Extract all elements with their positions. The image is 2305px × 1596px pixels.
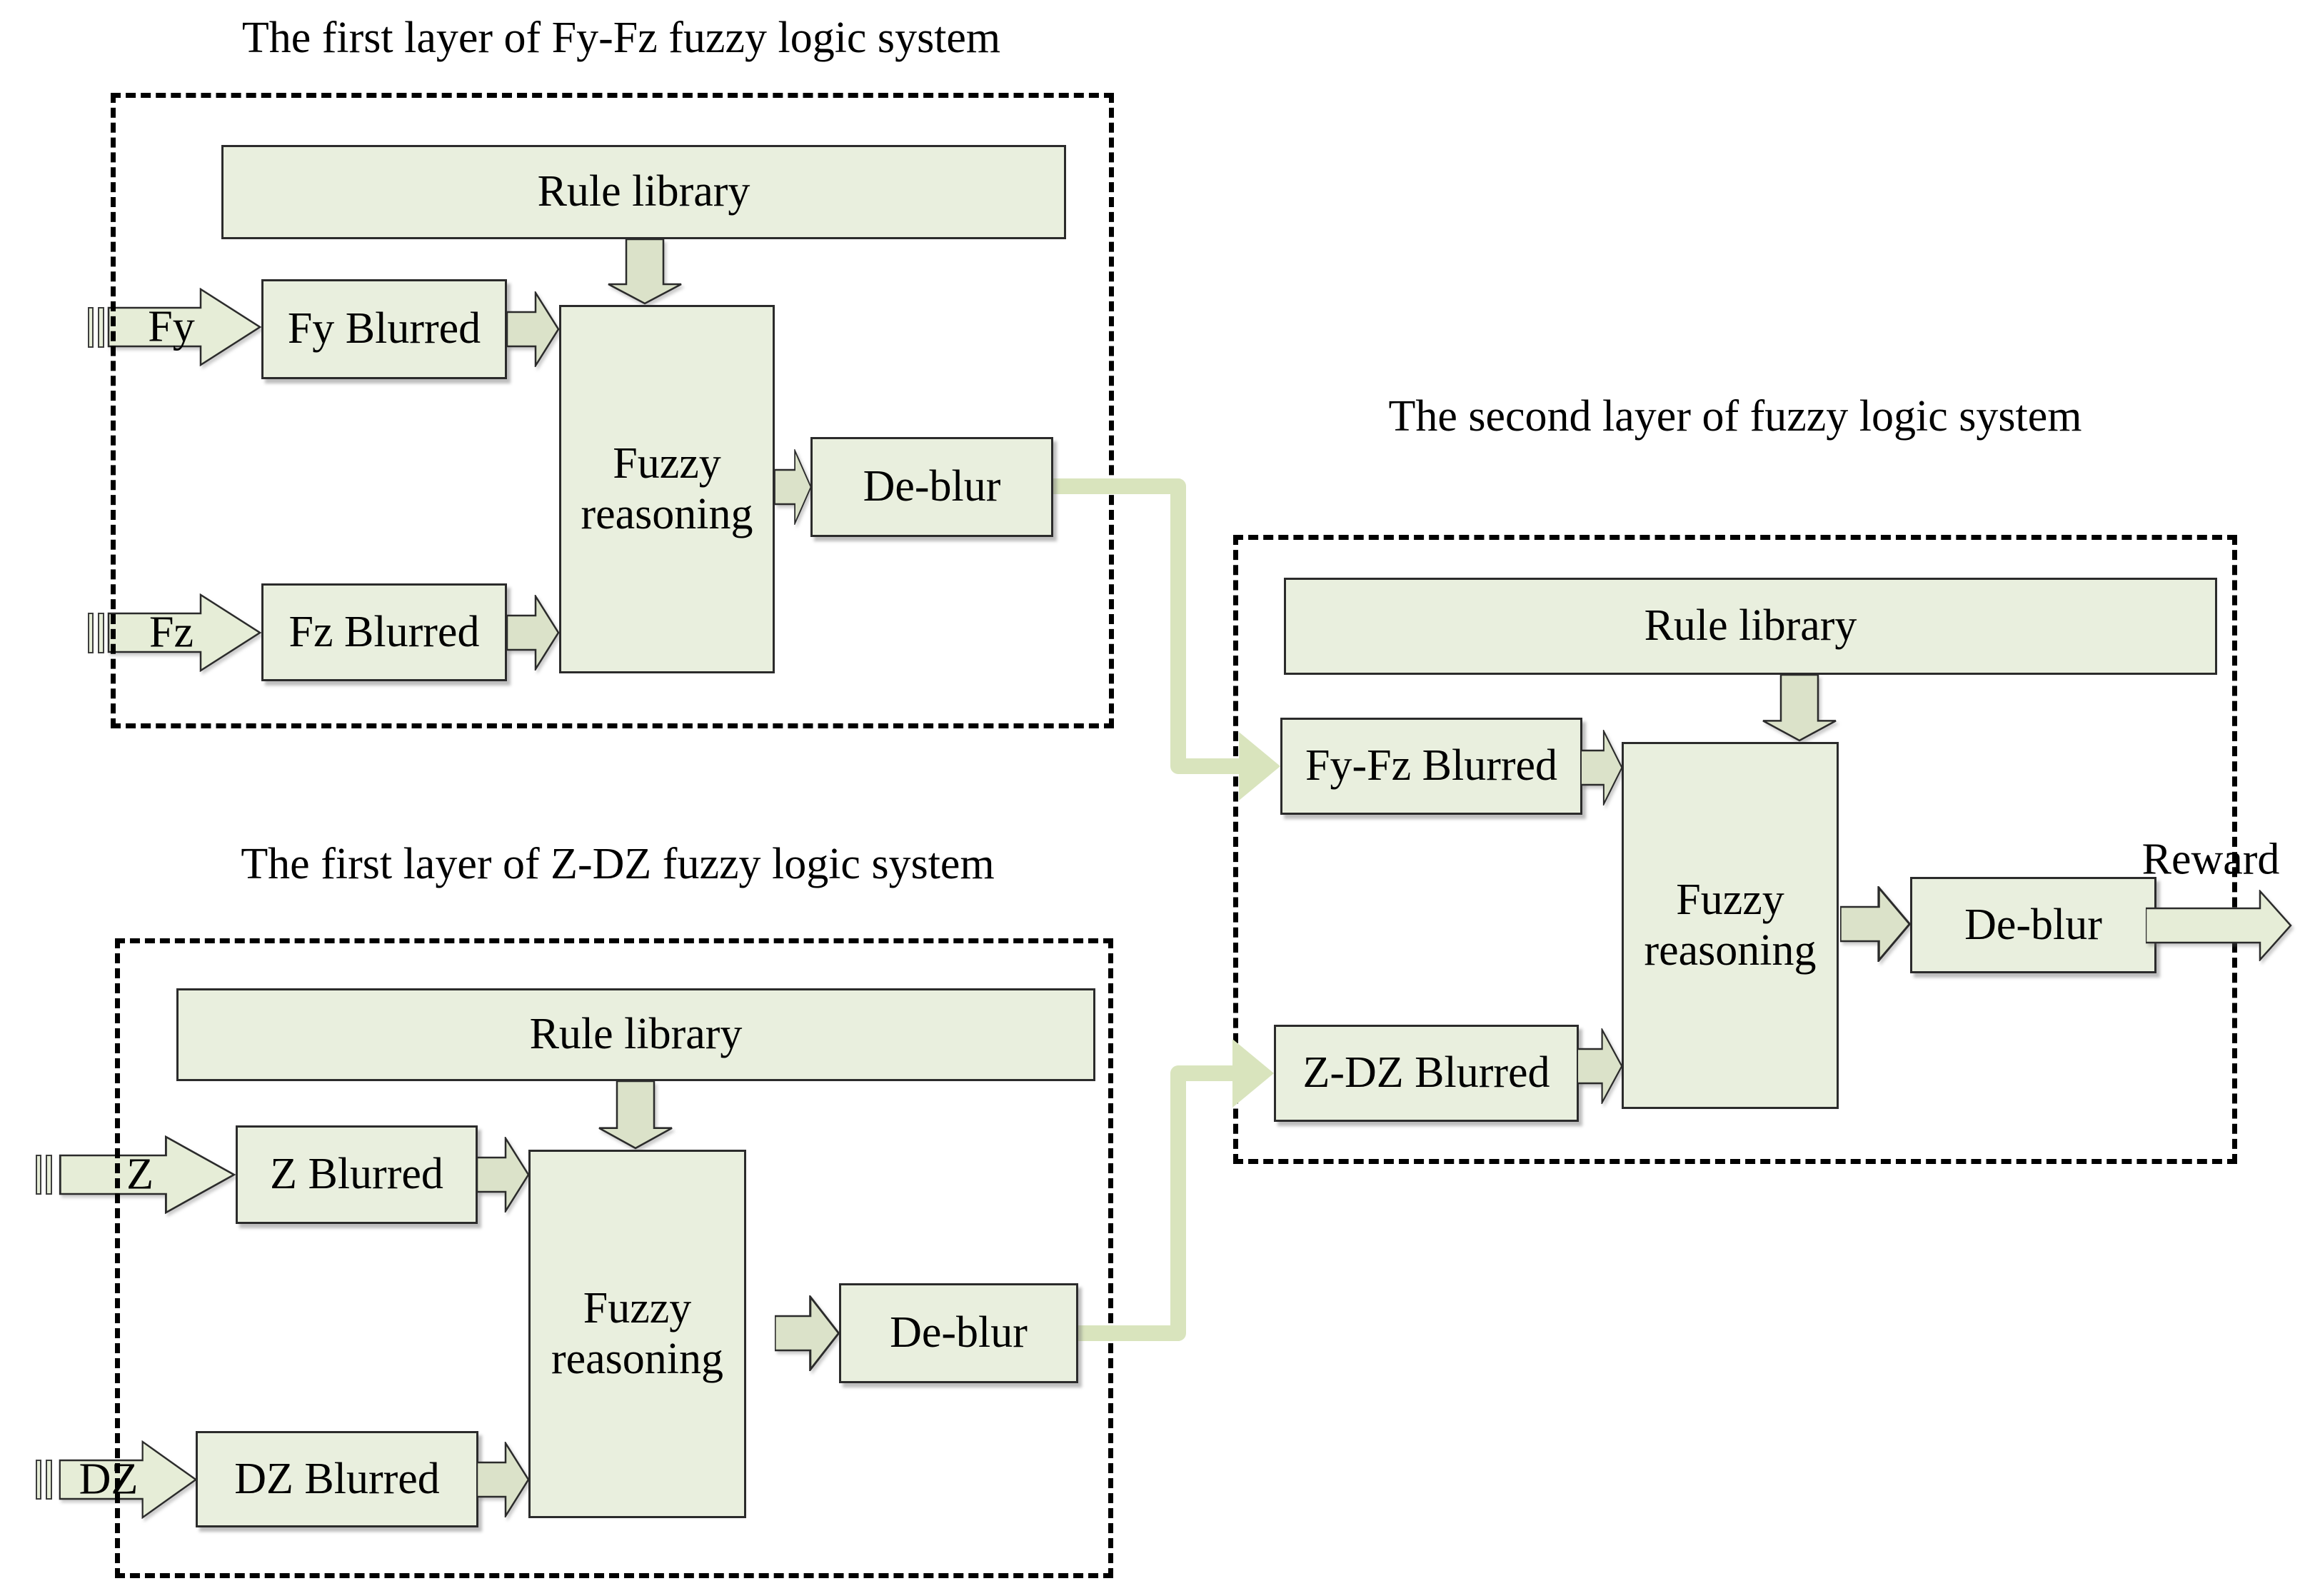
fyfz-deblur-box: De-blur bbox=[810, 437, 1053, 537]
z-input-label: Z bbox=[126, 1150, 154, 1199]
z-input-bar bbox=[46, 1155, 52, 1195]
fy-input-bar bbox=[98, 307, 104, 348]
fy-input-arrow-icon bbox=[107, 288, 261, 366]
fyfz-deblur-label: De-blur bbox=[863, 462, 1001, 511]
zdz-blurred-box: Z-DZ Blurred bbox=[1274, 1025, 1579, 1122]
fy-blurred-box: Fy Blurred bbox=[261, 279, 507, 379]
second-layer-dashed-box bbox=[1233, 535, 2237, 1164]
zdz-deblur-to-second-layer-connector bbox=[1067, 1039, 1274, 1341]
fyfz-rule-library-box: Rule library bbox=[221, 145, 1066, 239]
fyfz-layer-title: The first layer of Fy-Fz fuzzy logic sys… bbox=[241, 14, 1001, 62]
zdz-blurred-to-reasoning-arrow-icon bbox=[1577, 1028, 1623, 1104]
fy-input-label: Fy bbox=[148, 302, 195, 351]
z-blurred-label: Z Blurred bbox=[270, 1150, 443, 1199]
dz-input-arrow-icon bbox=[59, 1440, 197, 1519]
second-rule-library-label: Rule library bbox=[1644, 601, 1857, 651]
fyfz-blurred-box: Fy-Fz Blurred bbox=[1280, 718, 1582, 815]
fz-input-bar bbox=[98, 613, 104, 653]
reward-output-label: Reward bbox=[2141, 835, 2280, 884]
fyfz-rule-down-arrow-icon bbox=[608, 239, 682, 305]
second-deblur-box: De-blur bbox=[1910, 877, 2156, 973]
fyfz-reasoning-to-deblur-arrow-icon bbox=[775, 449, 812, 525]
reward-output-arrow-icon bbox=[2146, 890, 2292, 961]
fy-input-bar bbox=[88, 307, 94, 348]
second-layer-title: The second layer of fuzzy logic system bbox=[1388, 392, 2082, 441]
zdz-rule-library-box: Rule library bbox=[176, 988, 1095, 1081]
fz-input-arrow-icon bbox=[107, 593, 261, 672]
dz-blurred-to-reasoning-arrow-icon bbox=[477, 1442, 530, 1517]
second-deblur-label: De-blur bbox=[1964, 900, 2102, 949]
dz-input-bar bbox=[46, 1460, 52, 1500]
z-input-bar bbox=[36, 1155, 41, 1195]
fz-input-bar bbox=[88, 613, 94, 653]
zdz-reasoning-to-deblur-arrow-icon bbox=[775, 1295, 840, 1371]
fyfz-blurred-label: Fy-Fz Blurred bbox=[1305, 741, 1558, 791]
fyfz-fuzzy-reasoning-label: Fuzzy reasoning bbox=[581, 438, 753, 538]
dz-input-bar bbox=[36, 1460, 41, 1500]
zdz-fuzzy-reasoning-box: Fuzzy reasoning bbox=[528, 1150, 746, 1518]
fyfz-layer-dashed-box bbox=[111, 93, 1114, 728]
fz-input-label: Fz bbox=[149, 608, 194, 657]
fyfz-deblur-to-second-layer-connector bbox=[1039, 478, 1280, 800]
fy-blurred-label: Fy Blurred bbox=[287, 304, 481, 353]
dz-blurred-box: DZ Blurred bbox=[196, 1431, 478, 1527]
fz-blurred-to-reasoning-arrow-icon bbox=[507, 595, 560, 671]
fyfz-fuzzy-reasoning-box: Fuzzy reasoning bbox=[559, 305, 775, 673]
zdz-rule-down-arrow-icon bbox=[598, 1081, 673, 1150]
connector-arrowhead-icon bbox=[1232, 1039, 1274, 1108]
z-blurred-to-reasoning-arrow-icon bbox=[477, 1137, 530, 1213]
second-rule-library-box: Rule library bbox=[1284, 578, 2217, 675]
zdz-rule-library-label: Rule library bbox=[529, 1010, 743, 1059]
zdz-layer-title: The first layer of Z-DZ fuzzy logic syst… bbox=[241, 840, 995, 888]
z-input-arrow-icon bbox=[59, 1135, 236, 1214]
zdz-blurred-label: Z-DZ Blurred bbox=[1302, 1048, 1550, 1098]
fz-blurred-box: Fz Blurred bbox=[261, 583, 507, 681]
zdz-deblur-box: De-blur bbox=[839, 1283, 1078, 1383]
zdz-layer-dashed-box bbox=[115, 938, 1113, 1578]
second-rule-down-arrow-icon bbox=[1762, 675, 1837, 742]
zdz-fuzzy-reasoning-label: Fuzzy reasoning bbox=[551, 1283, 724, 1383]
fyfz-blurred-to-reasoning-arrow-icon bbox=[1581, 730, 1623, 805]
second-fuzzy-reasoning-label: Fuzzy reasoning bbox=[1644, 875, 1817, 975]
fyfz-rule-library-label: Rule library bbox=[537, 167, 750, 216]
dz-blurred-label: DZ Blurred bbox=[234, 1454, 440, 1503]
fz-blurred-label: Fz Blurred bbox=[288, 607, 480, 656]
zdz-deblur-label: De-blur bbox=[890, 1308, 1028, 1357]
second-reasoning-to-deblur-arrow-icon bbox=[1840, 886, 1912, 962]
z-blurred-box: Z Blurred bbox=[236, 1125, 478, 1224]
second-fuzzy-reasoning-box: Fuzzy reasoning bbox=[1622, 742, 1839, 1109]
connector-arrowhead-icon bbox=[1239, 732, 1280, 800]
fy-blurred-to-reasoning-arrow-icon bbox=[507, 291, 560, 367]
dz-input-label: DZ bbox=[79, 1455, 139, 1504]
